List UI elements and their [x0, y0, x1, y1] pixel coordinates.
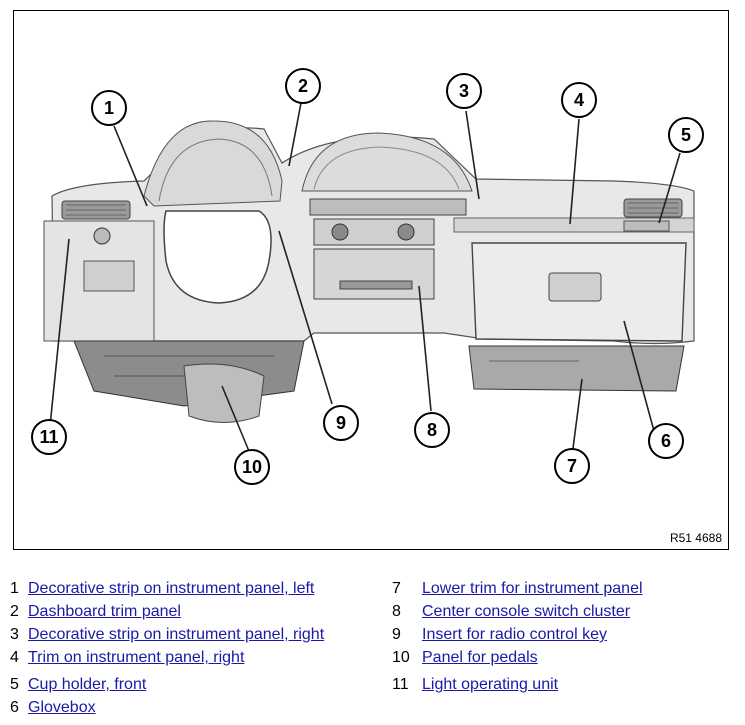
callout-label: 6	[661, 431, 671, 451]
callout-2: 2	[285, 68, 321, 104]
callout-label: 2	[298, 76, 308, 96]
callout-3: 3	[446, 73, 482, 109]
pedal-panel	[183, 363, 265, 423]
legend-number: 9	[392, 626, 401, 643]
callout-label: 1	[104, 98, 114, 118]
legend-number: 5	[10, 676, 19, 693]
legend-item: 7 Lower trim for instrument panel	[392, 577, 643, 600]
legend-item: 10 Panel for pedals	[392, 646, 643, 669]
legend-item: 4 Trim on instrument panel, right	[10, 646, 324, 669]
legend-item: 9 Insert for radio control key	[392, 623, 643, 646]
callout-7: 7	[554, 448, 590, 484]
figure-code: R51 4688	[669, 531, 722, 545]
legend-number: 4	[10, 649, 19, 666]
callout-label: 8	[427, 420, 437, 440]
callout-label: 5	[681, 125, 691, 145]
callout-8: 8	[414, 412, 450, 448]
instrument-hood	[143, 120, 283, 207]
legend-link[interactable]: Decorative strip on instrument panel, ri…	[28, 626, 325, 643]
dashboard-illustration: 1 2 3 4 5 6 7 8	[31, 68, 704, 485]
callout-9: 9	[323, 405, 359, 441]
callout-label: 9	[336, 413, 346, 433]
legend-number: 10	[392, 649, 410, 666]
legend-number: 8	[392, 603, 401, 620]
callout-5: 5	[668, 117, 704, 153]
legend-link[interactable]: Panel for pedals	[422, 649, 538, 666]
callout-11: 11	[31, 419, 67, 455]
legend-number: 7	[392, 580, 401, 597]
callout-label: 3	[459, 81, 469, 101]
legend-link[interactable]: Center console switch cluster	[422, 603, 631, 620]
legend-number: 1	[10, 580, 19, 597]
callout-4: 4	[561, 82, 597, 118]
legend-item: 5 Cup holder, front	[10, 673, 324, 696]
callout-label: 4	[574, 90, 584, 110]
legend-item: 6 Glovebox	[10, 696, 324, 719]
legend-link[interactable]: Dashboard trim panel	[28, 603, 181, 620]
legend-item: 11 Light operating unit	[392, 673, 643, 696]
legend-link[interactable]: Light operating unit	[422, 676, 559, 693]
legend-number: 6	[10, 699, 19, 716]
callout-1: 1	[91, 90, 127, 126]
callout-6: 6	[648, 423, 684, 459]
legend-link[interactable]: Trim on instrument panel, right	[28, 649, 245, 666]
legend-item: 2 Dashboard trim panel	[10, 600, 324, 623]
callout-label: 10	[242, 457, 262, 477]
legend-link[interactable]: Lower trim for instrument panel	[422, 580, 643, 597]
legend-item: 1 Decorative strip on instrument panel, …	[10, 577, 324, 600]
legend-left: 1 Decorative strip on instrument panel, …	[10, 577, 324, 719]
callout-10: 10	[234, 449, 270, 485]
legend-item: 3 Decorative strip on instrument panel, …	[10, 623, 324, 646]
legend-item: 8 Center console switch cluster	[392, 600, 643, 623]
dashboard-diagram: 1 2 3 4 5 6 7 8	[13, 10, 729, 550]
callout-label: 7	[567, 456, 577, 476]
center-display-hood	[301, 132, 473, 192]
legend-link[interactable]: Cup holder, front	[28, 676, 147, 693]
steering-opening	[163, 210, 272, 304]
legend-right: 7 Lower trim for instrument panel 8 Cent…	[392, 577, 643, 696]
legend-number: 2	[10, 603, 19, 620]
legend-number: 3	[10, 626, 19, 643]
lower-trim-right	[468, 345, 685, 392]
legend-link[interactable]: Glovebox	[28, 699, 96, 716]
legend-number: 11	[392, 676, 409, 693]
callout-label: 11	[39, 427, 58, 447]
legend-link[interactable]: Insert for radio control key	[422, 626, 607, 643]
legend-link[interactable]: Decorative strip on instrument panel, le…	[28, 580, 315, 597]
